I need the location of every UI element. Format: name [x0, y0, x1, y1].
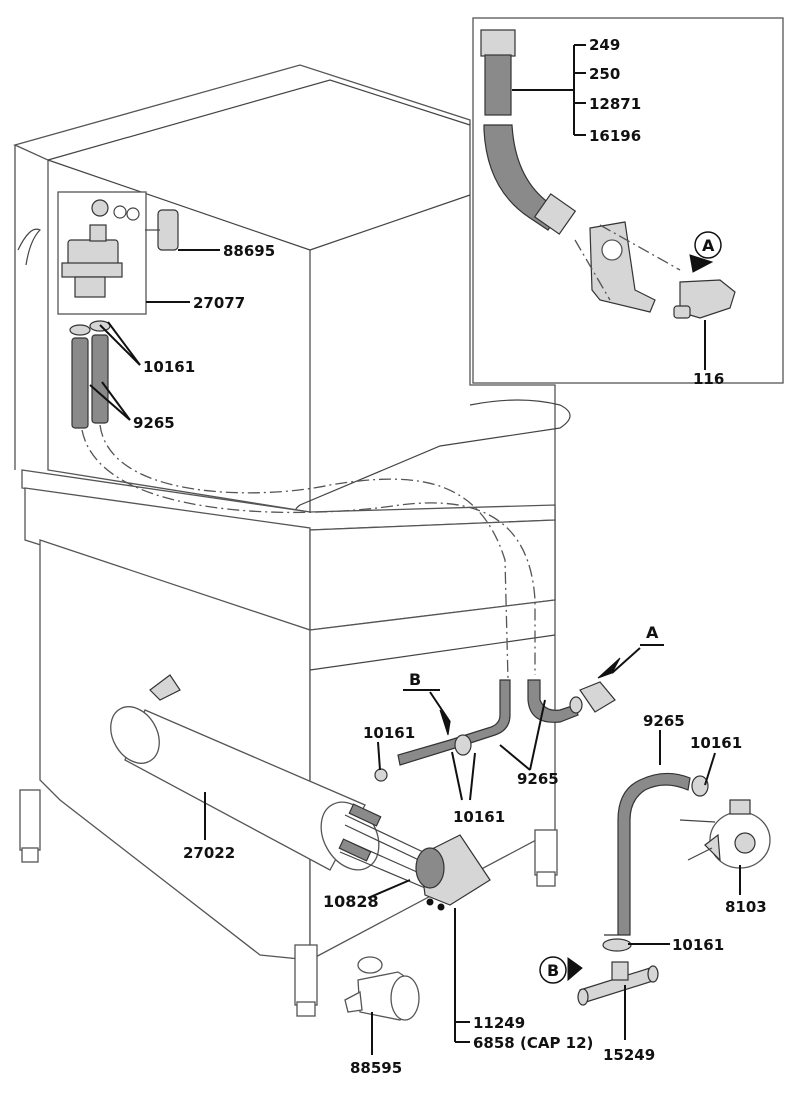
middle-hoses — [374, 644, 664, 782]
callout-a-circle: A — [702, 236, 715, 255]
label-88595: 88595 — [350, 1059, 402, 1077]
label-9265-top: 9265 — [133, 414, 175, 432]
float-part-88595 — [344, 956, 420, 1021]
label-27077: 27077 — [193, 294, 245, 312]
label-10161-mid: 10161 — [453, 808, 505, 826]
label-8103: 8103 — [725, 898, 767, 916]
label-9265-right: 9265 — [643, 712, 685, 730]
boiler-assembly — [110, 674, 491, 911]
label-9265-mid: 9265 — [517, 770, 559, 788]
machine-cabinet — [13, 64, 571, 1017]
label-116: 116 — [693, 370, 724, 388]
callout-b-circle: B — [547, 961, 559, 980]
label-10161-right-top: 10161 — [690, 734, 742, 752]
callouts: A A B B — [409, 236, 715, 980]
label-88695: 88695 — [223, 242, 275, 260]
label-12871: 12871 — [589, 95, 641, 113]
label-11249: 11249 — [473, 1014, 525, 1032]
label-6858: 6858 (CAP 12) — [473, 1034, 593, 1052]
label-27022: 27022 — [183, 844, 235, 862]
leader-lines — [89, 249, 741, 1055]
route-lines — [81, 424, 536, 681]
pressure-switch-detail — [57, 191, 179, 315]
label-250: 250 — [589, 65, 620, 83]
inlet-hose-inset — [472, 17, 784, 384]
label-10828: 10828 — [323, 892, 379, 911]
label-249: 249 — [589, 36, 620, 54]
right-side-parts — [539, 772, 771, 1006]
label-10161-right-bottom: 10161 — [672, 936, 724, 954]
callout-a-underlined: A — [646, 623, 659, 642]
label-10161-top: 10161 — [143, 358, 195, 376]
part-labels: 249 250 12871 16196 116 88695 27077 1016… — [133, 36, 767, 1077]
callout-b-underlined: B — [409, 670, 421, 689]
label-10161-left: 10161 — [363, 724, 415, 742]
label-16196: 16196 — [589, 127, 641, 145]
label-15249: 15249 — [603, 1046, 655, 1064]
